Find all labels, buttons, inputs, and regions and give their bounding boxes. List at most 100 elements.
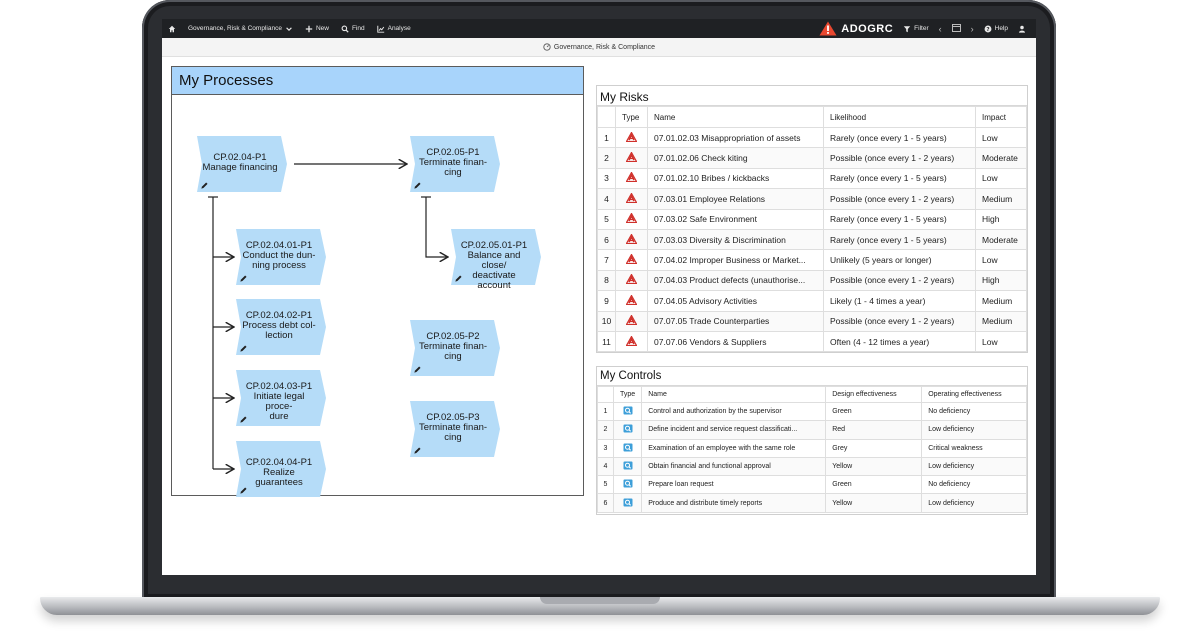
forward-arrow-icon[interactable]: ›	[970, 23, 974, 34]
find-button[interactable]: Find	[341, 25, 365, 33]
help-button[interactable]: ? Help	[984, 25, 1008, 33]
controls-col-name[interactable]: Name	[641, 386, 827, 403]
filter-button-label: Filter	[914, 25, 929, 32]
process-shape	[410, 401, 500, 457]
filter-button[interactable]: Filter	[903, 25, 929, 33]
risks-col-impact[interactable]: Impact	[975, 106, 1027, 128]
pencil-icon[interactable]	[239, 486, 248, 495]
pencil-icon[interactable]	[413, 446, 422, 455]
new-button[interactable]: New	[305, 25, 329, 33]
risks-col-name[interactable]: Name	[647, 106, 824, 128]
risk-name[interactable]: 07.03.03 Diversity & Discrimination	[647, 228, 824, 251]
risk-name[interactable]: 07.01.02.06 Check kiting	[647, 147, 824, 169]
process-node-label-line: Initiate legal proce-	[253, 391, 305, 412]
control-operating-effectiveness: Low deficiency	[921, 493, 1027, 513]
pencil-icon[interactable]	[413, 181, 422, 190]
window-icon[interactable]	[951, 23, 961, 34]
risk-name[interactable]: 07.03.01 Employee Relations	[647, 188, 824, 210]
control-name[interactable]: Prepare loan request	[641, 475, 827, 495]
controls-col-design[interactable]: Design effectiveness	[825, 386, 923, 403]
pencil-icon[interactable]	[239, 274, 248, 283]
control-design-effectiveness: Yellow	[825, 493, 923, 513]
process-node-label-line: CP.02.04.02-P1	[245, 310, 313, 321]
risk-name[interactable]: 07.07.05 Trade Counterparties	[647, 310, 824, 332]
pencil-icon[interactable]	[239, 415, 248, 424]
back-arrow-icon[interactable]: ‹	[938, 23, 942, 34]
pencil-icon[interactable]	[413, 365, 422, 374]
control-type-icon	[612, 401, 643, 422]
risks-table-header: Type Name Likelihood Impact	[597, 106, 1027, 128]
pencil-icon[interactable]	[454, 274, 463, 283]
home-button[interactable]	[168, 25, 176, 33]
risk-impact: High	[975, 269, 1027, 292]
pencil-icon[interactable]	[239, 344, 248, 353]
analyse-button[interactable]: Analyse	[376, 25, 411, 33]
risks-col-type[interactable]: Type	[615, 106, 648, 128]
module-selector-label: Governance, Risk & Compliance	[188, 25, 282, 32]
risk-name[interactable]: 07.07.06 Vendors & Suppliers	[647, 330, 824, 353]
risk-name[interactable]: 07.03.02 Safe Environment	[647, 208, 824, 230]
control-name[interactable]: Examination of an employee with the same…	[641, 438, 827, 458]
control-row[interactable]: 3 Examination of an employee with the sam…	[597, 438, 1027, 458]
brand-logo: ADOGRC	[819, 21, 893, 36]
control-name[interactable]: Control and authorization by the supervi…	[641, 401, 827, 422]
process-node-label-line: dure	[269, 411, 289, 422]
process-shape	[410, 320, 500, 376]
module-selector[interactable]: Governance, Risk & Compliance	[188, 25, 293, 33]
risk-name[interactable]: 07.04.03 Product defects (unauthorise...	[647, 269, 824, 292]
user-button[interactable]	[1018, 25, 1026, 33]
risk-name[interactable]: 07.01.02.03 Misappropriation of assets	[647, 126, 824, 149]
risk-type-icon	[615, 249, 648, 271]
plus-icon	[305, 25, 313, 32]
risk-name[interactable]: 07.04.05 Advisory Activities	[647, 290, 824, 312]
pencil-icon[interactable]	[200, 181, 209, 190]
risk-name[interactable]: 07.01.02.10 Bribes / kickbacks	[647, 167, 824, 190]
control-name[interactable]: Produce and distribute timely reports	[641, 493, 827, 513]
risks-col-index[interactable]	[597, 106, 616, 128]
controls-col-type[interactable]: Type	[612, 386, 643, 403]
control-name[interactable]: Define incident and service request clas…	[641, 420, 827, 440]
control-name[interactable]: Obtain financial and functional approval	[641, 456, 827, 477]
risk-likelihood: Likely (1 - 4 times a year)	[823, 290, 976, 312]
risk-row-index: 4	[597, 188, 616, 210]
risk-likelihood: Possible (once every 1 - 2 years)	[823, 310, 976, 332]
risk-likelihood: Unlikely (5 years or longer)	[823, 249, 976, 271]
risk-name[interactable]: 07.04.02 Improper Business or Market...	[647, 249, 824, 271]
process-node-label-line: Terminate finan-	[418, 422, 488, 433]
risks-col-likelihood[interactable]: Likelihood	[823, 106, 976, 128]
controls-col-operating[interactable]: Operating effectiveness	[921, 386, 1027, 403]
controls-col-index[interactable]	[597, 386, 614, 403]
cockpit-icon	[543, 43, 551, 51]
control-row-index: 3	[597, 438, 614, 458]
risk-type-icon	[615, 188, 648, 210]
